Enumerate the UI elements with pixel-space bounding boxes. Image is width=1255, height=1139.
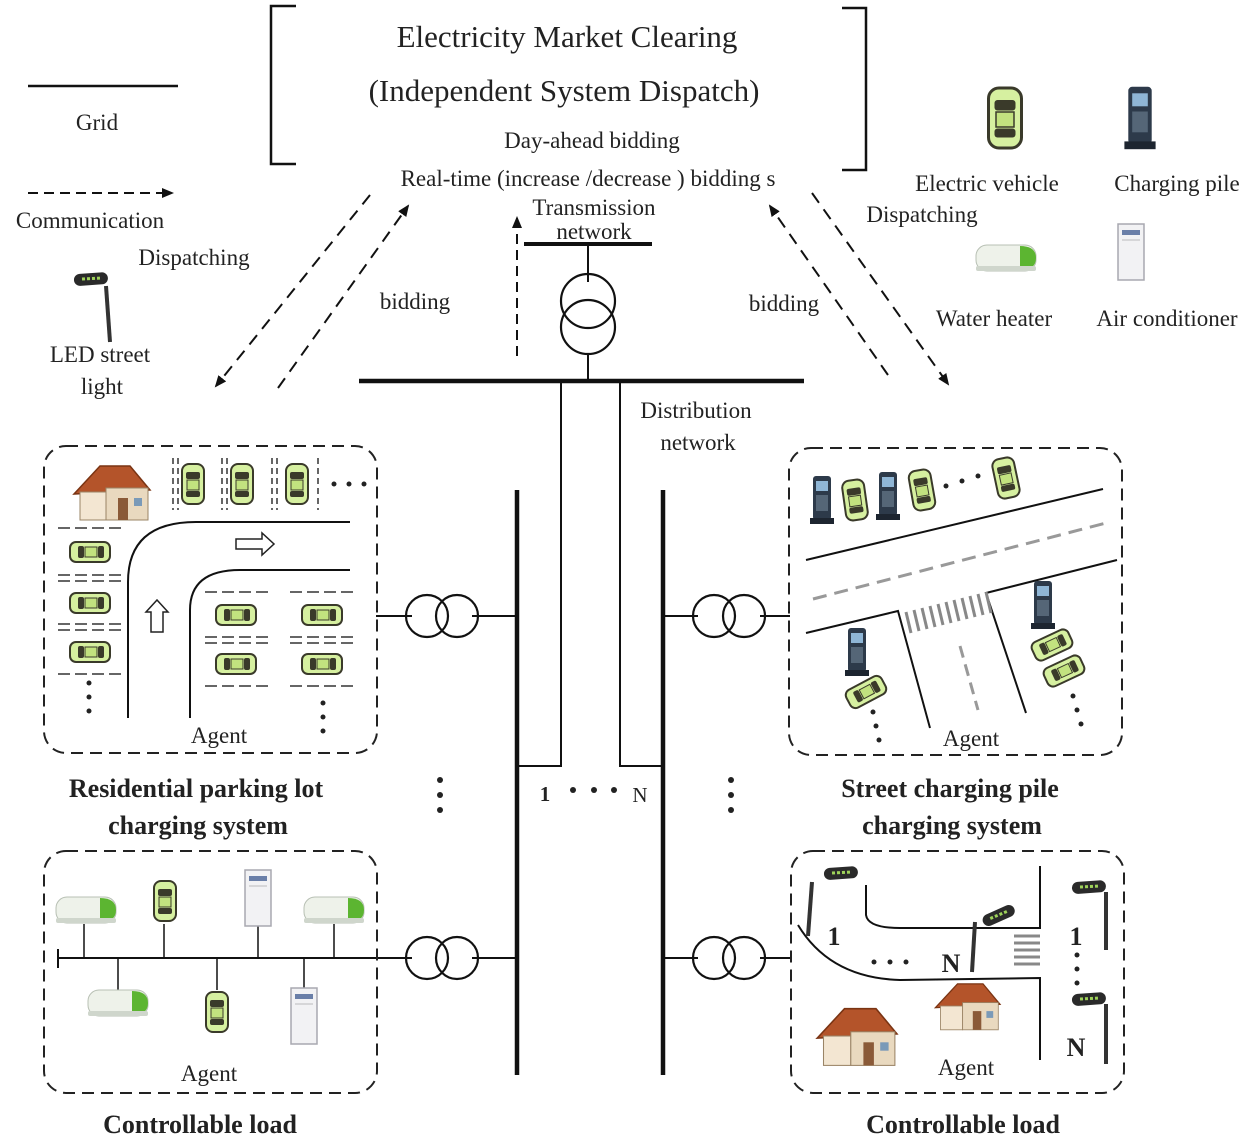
residential-agent-label: Agent [191,723,248,748]
market-subtitle: (Independent System Dispatch) [369,73,760,108]
vertical-dots-left [437,777,443,813]
streetlight-num-1b: 1 [1070,922,1083,951]
load-left-title: Controllable load [103,1110,297,1139]
distribution-label-line2: network [660,430,736,455]
charging-pile-legend-label: Charging pile [1114,171,1239,196]
air-conditioner-legend-label: Air conditioner [1096,306,1237,331]
dispatch-arrow-left [214,194,371,388]
market-title: Electricity Market Clearing [397,19,738,54]
communication-legend-label: Communication [16,208,165,233]
street-panel [788,447,1123,756]
water-heater-legend-label: Water heater [936,306,1053,331]
residential-title-line1: Residential parking lot [69,774,324,803]
load-left-panel [43,850,378,1094]
bidding-arrow-right [768,204,889,376]
transmission-label-line2: network [556,219,632,244]
charging-pile-icon [1124,86,1156,150]
led-label-line1: LED street [50,342,151,367]
water-heater-icon [975,244,1037,272]
grid-legend-label: Grid [76,110,119,135]
dispatching-left-label: Dispatching [138,245,250,270]
residential-panel [43,445,378,754]
feeder-1 [517,381,562,767]
street-title-line1: Street charging pile [841,774,1059,803]
transmission-label-line1: Transmission [532,195,656,220]
main-transformer [559,272,617,356]
day-ahead-label: Day-ahead bidding [504,128,680,153]
street-agent-label: Agent [943,726,1000,751]
bidding-arrow-left [277,204,410,389]
bus-label-1: 1 [540,782,551,806]
bus-dots [570,787,617,793]
load-right-agent-label: Agent [938,1055,995,1080]
bidding-right-label: bidding [749,291,820,316]
streetlight-num-1a: 1 [828,922,841,951]
load-left-agent-label: Agent [181,1061,238,1086]
transformer-load-right [691,935,767,981]
feeder-n [619,381,663,767]
house-icon [73,465,151,521]
ev-legend-label: Electric vehicle [915,171,1059,196]
transformer-residential [404,593,480,639]
load-right-title: Controllable load [866,1110,1060,1139]
residential-title-line2: charging system [108,811,288,840]
dispatching-right-label: Dispatching [866,202,978,227]
bracket-left [269,4,296,166]
street-title-line2: charging system [862,811,1042,840]
bidding-left-label: bidding [380,289,451,314]
bus-label-n: N [632,783,647,807]
vertical-dots-right [728,777,734,813]
streetlight-num-na: N [942,949,961,978]
led-street-light-icon [72,270,112,343]
streetlight-num-nb: N [1067,1033,1086,1062]
transformer-load-left [404,935,480,981]
real-time-label: Real-time (increase /decrease ) bidding … [401,166,776,191]
transformer-street [691,593,767,639]
air-conditioner-icon [1117,223,1145,281]
distribution-label-line1: Distribution [640,398,752,423]
electric-vehicle-icon [987,86,1023,150]
load-right-panel [790,850,1125,1094]
led-label-line2: light [81,374,124,399]
bracket-right [842,6,868,172]
